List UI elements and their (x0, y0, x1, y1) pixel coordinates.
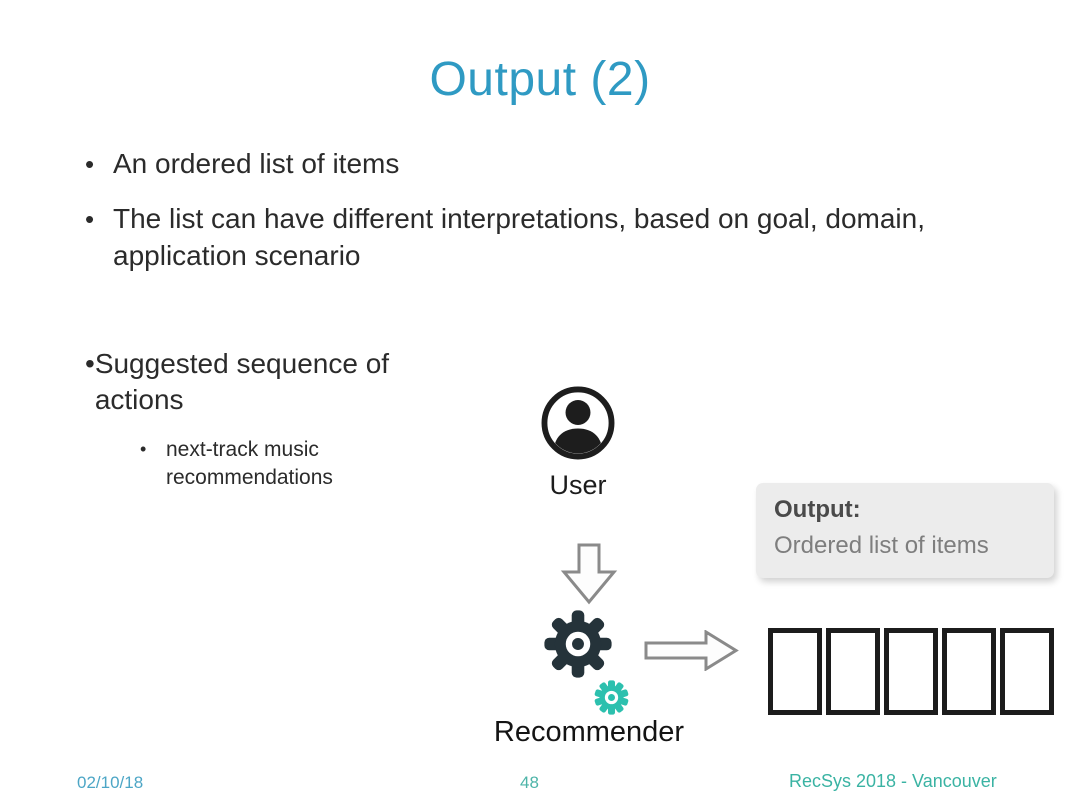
slide-number: 48 (520, 773, 539, 792)
down-arrow-icon (560, 543, 618, 605)
bullet-item: • An ordered list of items (85, 146, 950, 182)
recommender-label: Recommender (493, 716, 685, 748)
user-label: User (549, 470, 607, 500)
bullet-text: The list can have different interpretati… (113, 203, 925, 271)
right-arrow-icon (644, 630, 739, 671)
item-slot (826, 628, 880, 715)
bullet-text: An ordered list of items (113, 148, 400, 179)
item-slot (768, 628, 822, 715)
user-icon (541, 386, 615, 460)
footer-date: 02/10/18 (77, 773, 144, 792)
item-slot (942, 628, 996, 715)
bullet-item-with-sub: • Suggested sequence of actions • next-t… (85, 346, 430, 491)
slide-title: Output (2) (429, 53, 651, 106)
bullet-icon: • (85, 348, 95, 379)
item-slot (884, 628, 938, 715)
bullet-item: • Suggested sequence of actions (85, 346, 430, 419)
bullet-icon: • (85, 204, 95, 235)
bullet-icon: • (85, 149, 95, 179)
sub-bullet-item: • next-track music recommendations (140, 436, 370, 491)
bullet-list: • An ordered list of items • The list ca… (85, 146, 950, 293)
sub-bullet-text: next-track music recommendations (166, 437, 333, 489)
bullet-item: • The list can have different interpreta… (85, 201, 950, 274)
sub-bullet-list: • next-track music recommendations (85, 436, 430, 491)
small-gear-icon (594, 680, 629, 715)
output-callout-heading: Output: (774, 496, 861, 523)
item-slot (1000, 628, 1054, 715)
output-callout-body: Ordered list of items (774, 532, 989, 559)
output-callout: Output: Ordered list of items (756, 483, 1054, 578)
bullet-icon: • (140, 438, 147, 459)
bullet-text: Suggested sequence of actions (94, 348, 390, 416)
item-slots (768, 628, 1054, 715)
gear-icon (544, 610, 612, 678)
footer-venue: RecSys 2018 - Vancouver (789, 771, 997, 791)
